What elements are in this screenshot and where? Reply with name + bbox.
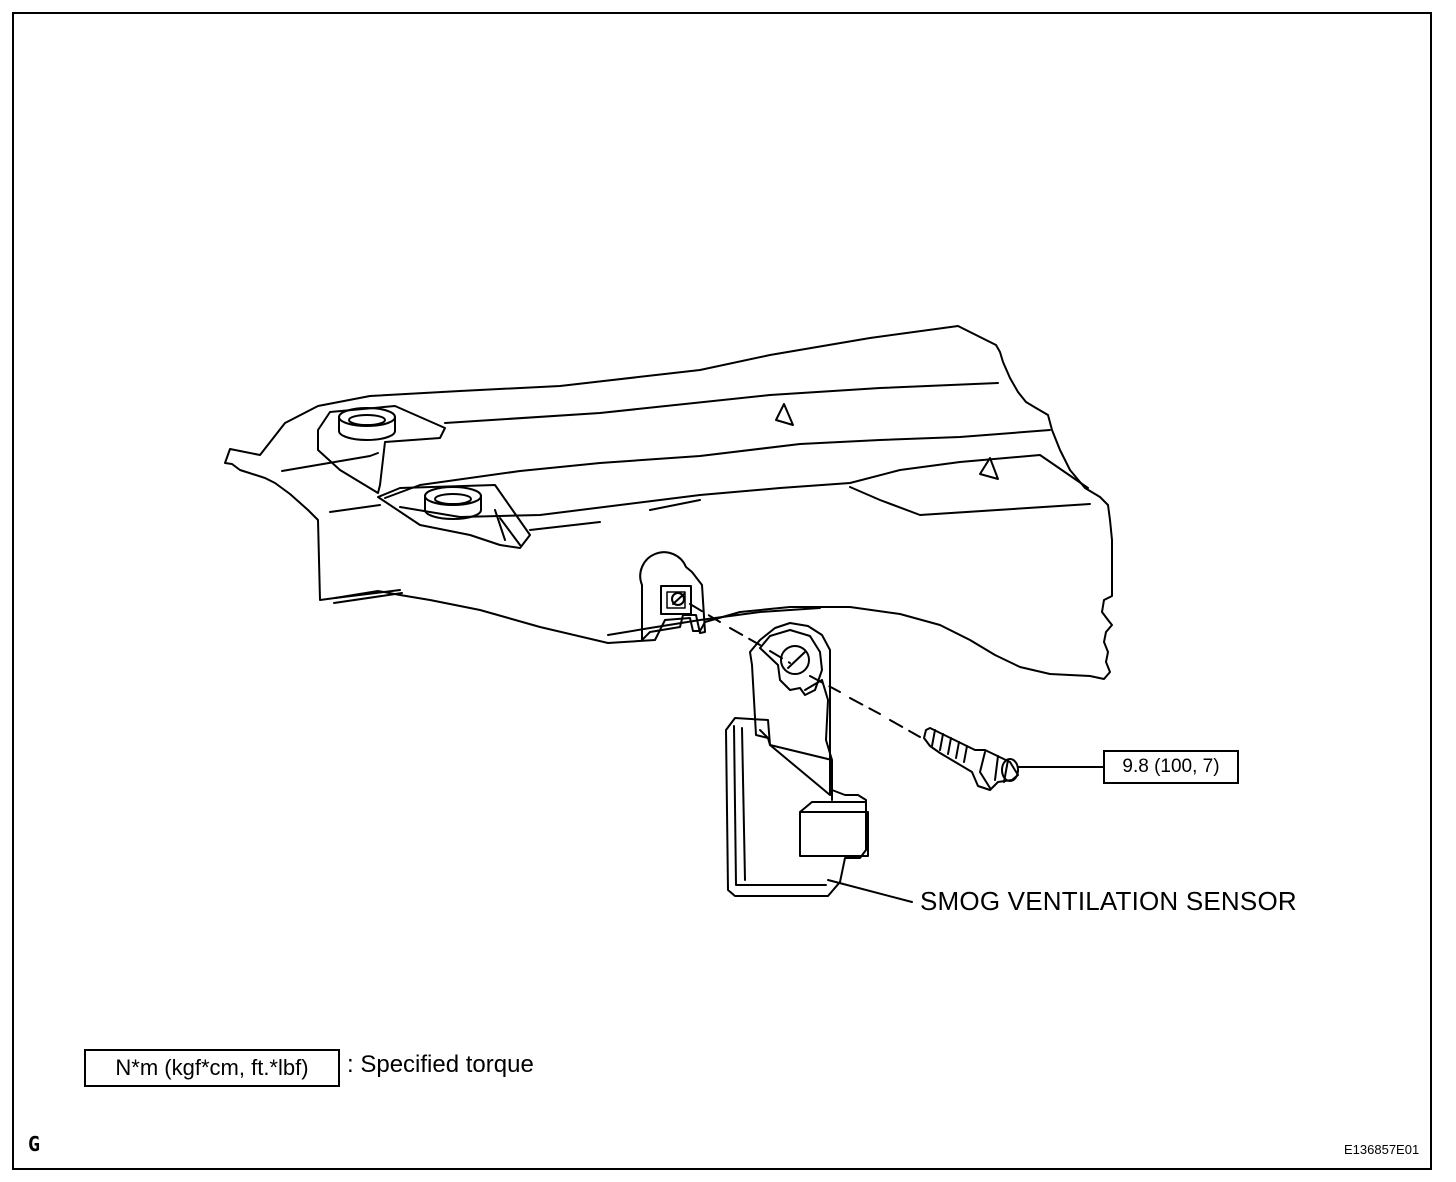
sensor-arm [749, 622, 833, 801]
alignment-line [689, 603, 921, 738]
bolt [923, 727, 1019, 791]
boss-lower [377, 484, 531, 549]
smog-ventilation-sensor-label: SMOG VENTILATION SENSOR [920, 886, 1297, 916]
figure-id: E136857E01 [1344, 1142, 1420, 1157]
boss-upper [317, 405, 446, 494]
housing-ridge [281, 452, 379, 472]
direction-mark-2 [979, 457, 999, 480]
legend-description: : Specified torque [347, 1051, 534, 1078]
direction-mark-1 [775, 403, 794, 426]
housing-bracket [224, 325, 1113, 680]
sensor-leader [827, 879, 913, 903]
torque-value-box: 9.8 (100, 7) [1103, 750, 1239, 784]
diagram-frame [12, 12, 1432, 1170]
corner-letter: G [28, 1132, 41, 1156]
mount-tab [639, 551, 706, 641]
sensor-body [725, 717, 869, 897]
legend-torque-units-box: N*m (kgf*cm, ft.*lbf) [84, 1049, 340, 1087]
